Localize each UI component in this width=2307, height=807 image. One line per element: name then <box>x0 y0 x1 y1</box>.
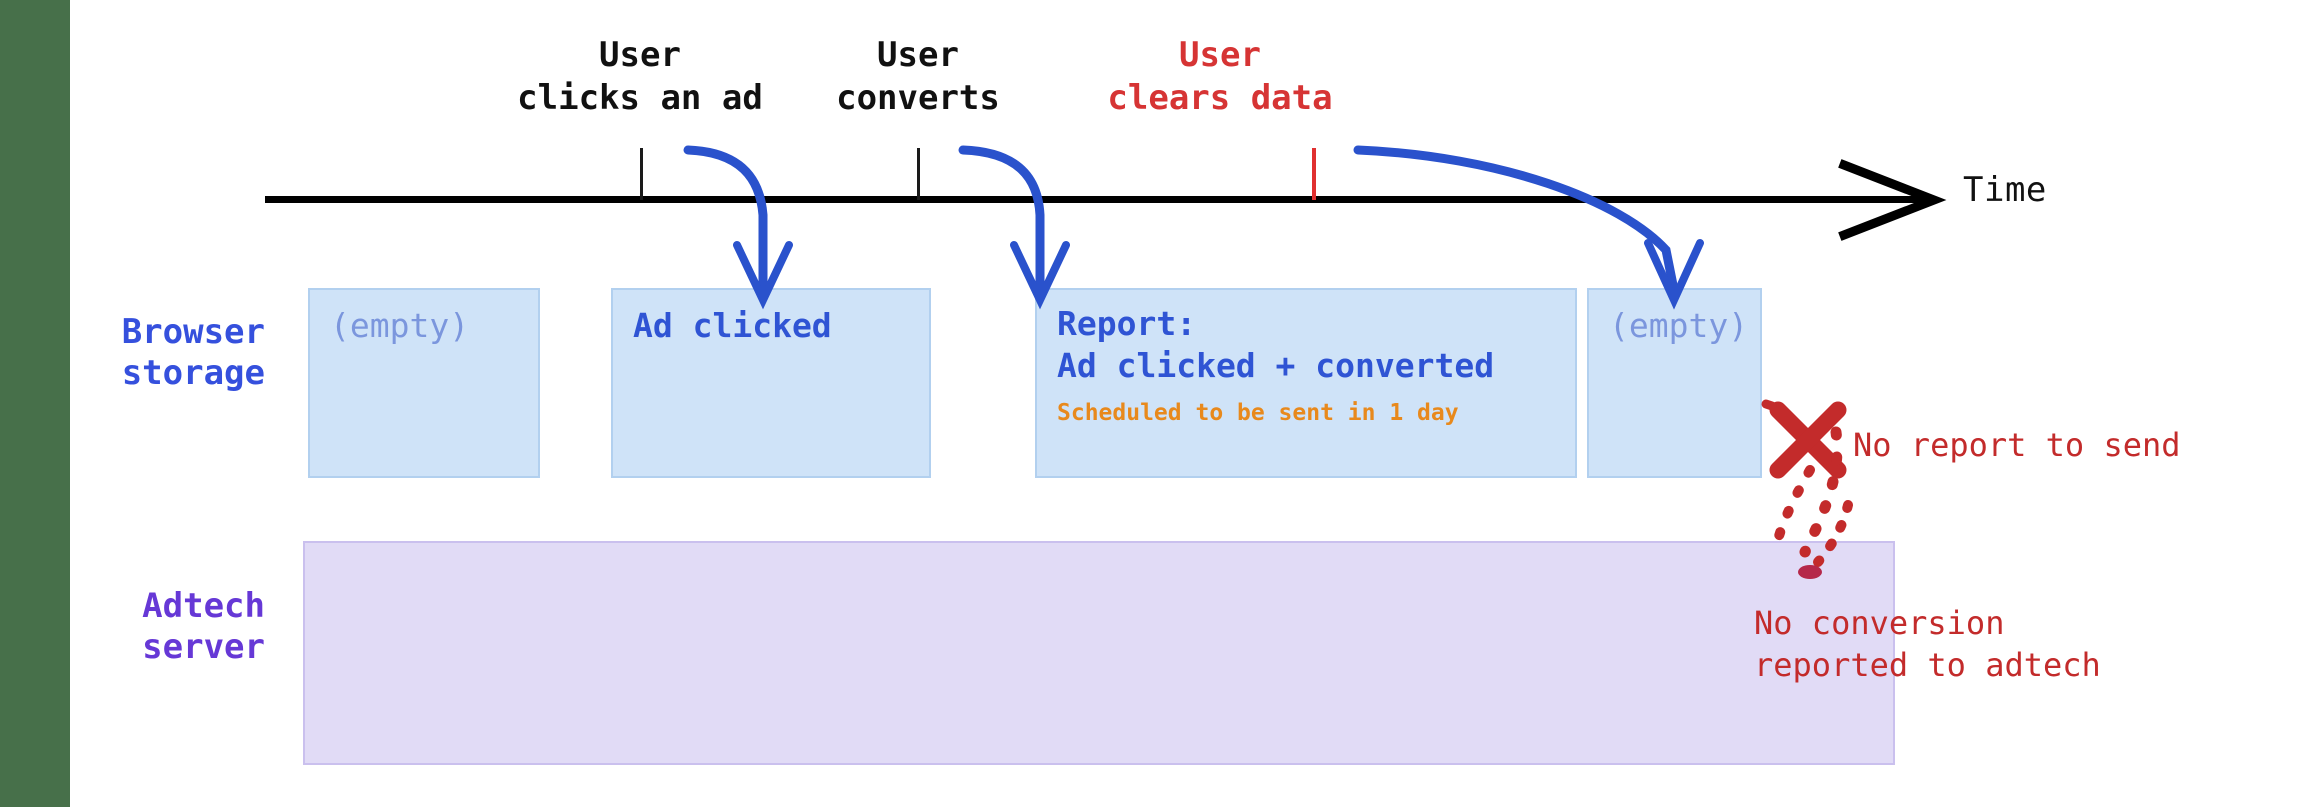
event-label-clear: User clears data <box>1080 34 1360 119</box>
storage-box-report-title: Report: <box>1057 304 1197 343</box>
storage-box-initial-text: (empty) <box>330 306 470 345</box>
event-label-clear-line1: User <box>1179 35 1261 75</box>
event-label-convert-line1: User <box>877 35 959 75</box>
storage-box-cleared: (empty) <box>1587 288 1762 478</box>
cross-icon-stroke-2 <box>1769 401 1847 479</box>
tick-click <box>640 148 643 200</box>
annotation-no-conversion-line2: reported to adtech <box>1754 645 2101 684</box>
row-label-adtech-line2: server <box>142 627 265 668</box>
adtech-server-box <box>303 541 1895 765</box>
annotation-no-report-to-send: No report to send <box>1853 426 2181 464</box>
row-label-browser-line1: Browser <box>121 312 265 352</box>
row-label-browser-storage: Browser storage <box>80 312 265 395</box>
storage-box-cleared-text: (empty) <box>1609 306 1749 345</box>
event-label-click: User clicks an ad <box>460 34 820 119</box>
storage-box-report: Report: Ad clicked + converted Scheduled… <box>1035 288 1577 478</box>
event-label-convert: User converts <box>800 34 1036 119</box>
timeline-axis <box>265 196 1933 203</box>
annotation-no-conversion-line1: No conversion <box>1754 604 2005 642</box>
arrow-click-to-box <box>683 145 768 295</box>
dotted-trail-2 <box>1771 465 1815 553</box>
row-label-adtech-server: Adtech server <box>80 586 265 669</box>
event-label-click-line2: clicks an ad <box>517 77 763 118</box>
storage-box-report-body: Ad clicked + converted <box>1057 346 1495 385</box>
storage-box-initial: (empty) <box>308 288 540 478</box>
event-label-click-line1: User <box>599 35 681 75</box>
annotation-no-conversion-reported: No conversion reported to adtech <box>1754 603 2101 686</box>
row-label-browser-line2: storage <box>121 353 265 394</box>
tick-convert <box>917 148 920 200</box>
storage-box-report-schedule: Scheduled to be sent in 1 day <box>1057 400 1459 426</box>
row-label-adtech-line1: Adtech <box>142 586 265 626</box>
timeline-arrowhead-icon <box>1838 159 1947 241</box>
timeline-axis-label: Time <box>1963 170 2047 210</box>
storage-box-ad-clicked-text: Ad clicked <box>633 306 832 345</box>
storage-box-ad-clicked: Ad clicked <box>611 288 931 478</box>
left-green-band <box>0 0 70 807</box>
cross-icon-stroke-1 <box>1769 401 1847 479</box>
cross-icon-speck <box>1761 399 1777 411</box>
arrow-clear-to-box <box>1353 145 1679 295</box>
arrow-convert-to-box <box>958 145 1045 295</box>
tick-clear <box>1312 148 1316 200</box>
event-label-clear-line2: clears data <box>1107 77 1333 118</box>
event-label-convert-line2: converts <box>836 77 1000 118</box>
dotted-trail-1 <box>1799 426 1843 558</box>
